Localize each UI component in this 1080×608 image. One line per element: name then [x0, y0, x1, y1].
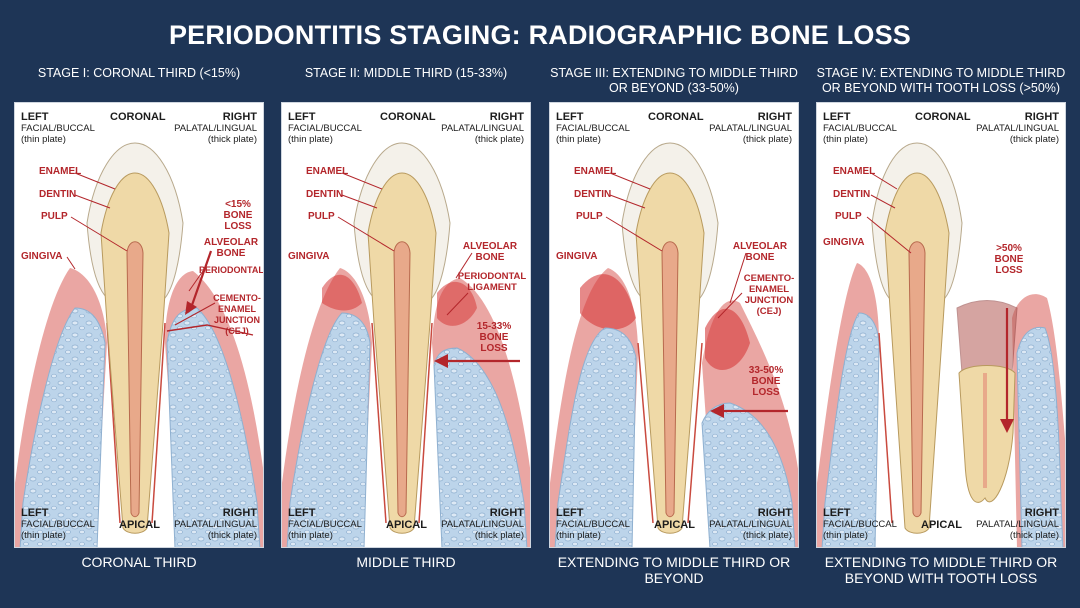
- gingiva-label: GINGIVA: [21, 251, 63, 262]
- apical-label: APICAL: [119, 519, 160, 531]
- enamel-label: ENAMEL: [306, 166, 349, 177]
- enamel-label: ENAMEL: [833, 166, 876, 177]
- coronal-label: CORONAL: [110, 111, 166, 123]
- stage-2-tooth-illustration: [282, 142, 530, 547]
- pulp: [661, 241, 679, 518]
- gingiva-label: GINGIVA: [823, 237, 865, 248]
- pulp-label: PULP: [835, 211, 862, 222]
- alveolar-bone-left: [286, 312, 371, 547]
- stage-4-panel: STAGE IV: EXTENDING TO MIDDLE THIRD OR B…: [816, 66, 1066, 588]
- pulp: [126, 241, 144, 518]
- page-title: PERIODONTITIS STAGING: RADIOGRAPHIC BONE…: [168, 20, 912, 50]
- enamel-label: ENAMEL: [39, 166, 82, 177]
- pulp-label: PULP: [576, 211, 603, 222]
- dentin-label: DENTIN: [39, 189, 77, 200]
- stage-2-caption: MIDDLE THIRD: [356, 554, 456, 570]
- stage-2-title: STAGE II: MIDDLE THIRD (15-33%): [304, 66, 508, 80]
- alveolar-bone-left: [19, 307, 106, 547]
- stage-3-caption: EXTENDING TO MIDDLE THIRD OR BEYOND: [557, 554, 791, 586]
- stage-1-title: STAGE I: CORONAL THIRD (<15%): [37, 66, 241, 80]
- stage-3-panel: STAGE III: EXTENDING TO MIDDLE THIRD OR …: [549, 66, 799, 588]
- stage-4-tooth-illustration: [817, 142, 1065, 547]
- dentin-label: DENTIN: [306, 189, 344, 200]
- dentin-label: DENTIN: [833, 189, 871, 200]
- apical-label: APICAL: [654, 519, 695, 531]
- alveolar-bone-right: [1016, 326, 1064, 547]
- coronal-label: CORONAL: [915, 111, 971, 123]
- pulp-label: PULP: [41, 211, 68, 222]
- dentin-label: DENTIN: [574, 189, 612, 200]
- gingiva-label: GINGIVA: [556, 251, 598, 262]
- stage-3-title: STAGE III: EXTENDING TO MIDDLE THIRD OR …: [550, 66, 798, 95]
- alveolar-bone-left: [821, 312, 880, 547]
- pulp-label: PULP: [308, 211, 335, 222]
- gingiva-label: GINGIVA: [288, 251, 330, 262]
- stage-1-caption: CORONAL THIRD: [81, 554, 197, 570]
- coronal-label: CORONAL: [380, 111, 436, 123]
- apical-label: APICAL: [921, 519, 962, 531]
- enamel-label: ENAMEL: [574, 166, 617, 177]
- apical-label: APICAL: [386, 519, 427, 531]
- stage-1-tooth-illustration: [15, 142, 263, 547]
- alveolar-bone-right: [166, 307, 261, 547]
- stage-1-panel: STAGE I: CORONAL THIRD (<15%): [14, 66, 264, 588]
- alveolar-bone-right: [701, 402, 796, 547]
- stage-4-caption: EXTENDING TO MIDDLE THIRD OR BEYOND WITH…: [824, 554, 1058, 586]
- stage-2-panel: STAGE II: MIDDLE THIRD (15-33%): [281, 66, 531, 588]
- stage-3-tooth-illustration: [550, 142, 798, 547]
- pulp: [908, 241, 926, 518]
- coronal-label: CORONAL: [648, 111, 704, 123]
- stage-4-title: STAGE IV: EXTENDING TO MIDDLE THIRD OR B…: [816, 66, 1066, 95]
- pulp: [393, 241, 411, 518]
- alveolar-bone-left: [554, 327, 637, 547]
- pdl-label: PERIODONTAL: [199, 265, 264, 275]
